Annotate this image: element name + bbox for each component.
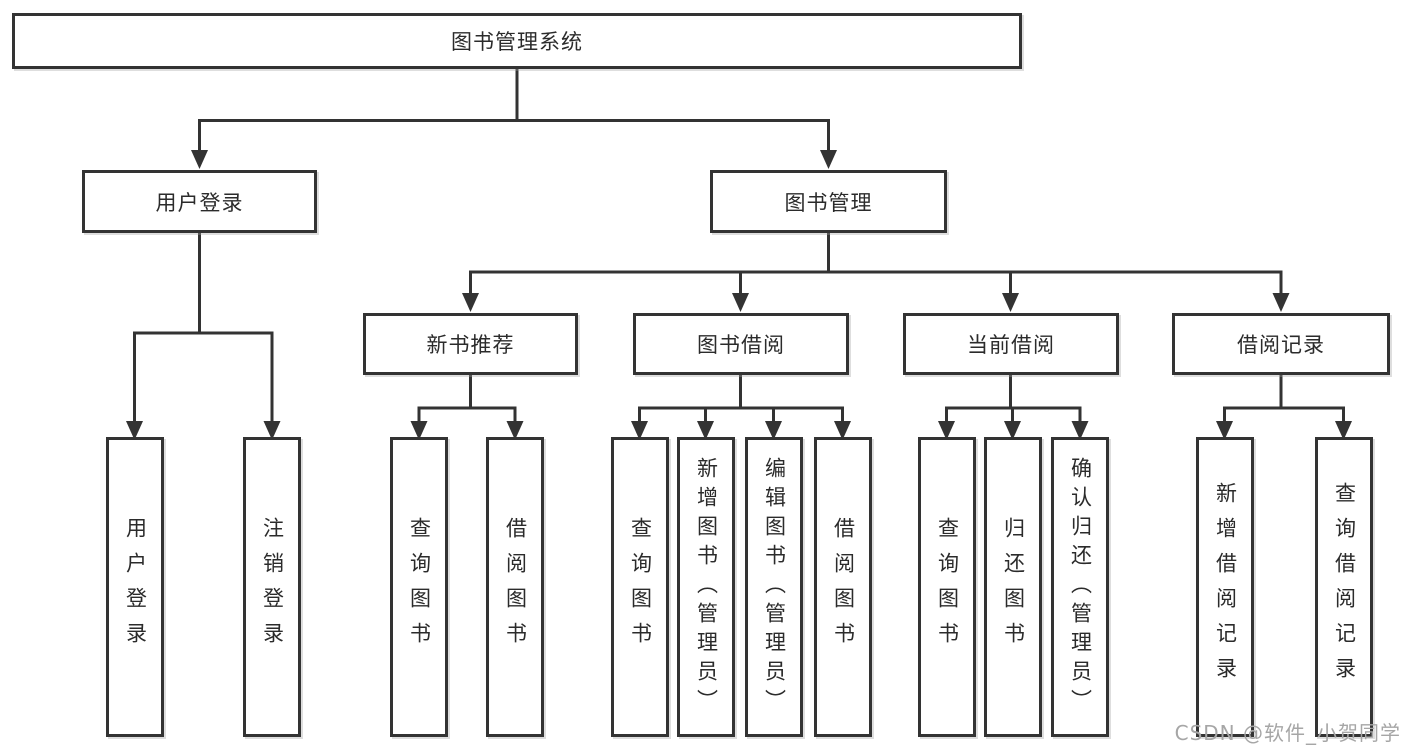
csdn-watermark: CSDN @软件_小贺同学 — [1174, 721, 1401, 745]
node-new-book-recommend: 新书推荐 — [363, 313, 578, 375]
node-book-management-label: 图书管理 — [784, 190, 873, 215]
node-user-login-label: 用户登录 — [155, 190, 244, 215]
node-current-borrow: 当前借阅 — [903, 313, 1119, 375]
leaf-return-books-label: 归还图书 — [1001, 517, 1026, 657]
leaf-current-query-books-label: 查询图书 — [935, 517, 960, 657]
node-book-borrow-label: 图书借阅 — [697, 333, 785, 357]
branch-lines — [133, 68, 1345, 423]
leaf-edit-books-admin: 编辑图书（管理员） — [745, 437, 803, 737]
leaf-user-login-label: 用户登录 — [123, 517, 148, 657]
leaf-current-query-books: 查询图书 — [918, 437, 976, 737]
leaf-recommend-borrow-books: 借阅图书 — [486, 437, 544, 737]
node-root-system: 图书管理系统 — [12, 13, 1022, 69]
leaf-recommend-query-books-label: 查询图书 — [407, 517, 432, 657]
node-borrow-records-label: 借阅记录 — [1237, 333, 1325, 357]
node-book-borrow: 图书借阅 — [633, 313, 849, 375]
leaf-add-books-admin-label: 新增图书（管理员） — [694, 456, 719, 718]
node-borrow-records: 借阅记录 — [1172, 313, 1390, 375]
node-current-borrow-label: 当前借阅 — [967, 333, 1055, 357]
leaf-recommend-query-books: 查询图书 — [390, 437, 448, 737]
node-user-login: 用户登录 — [82, 170, 317, 233]
node-root-system-label: 图书管理系统 — [451, 30, 583, 54]
node-new-book-recommend-label: 新书推荐 — [426, 333, 515, 357]
leaf-edit-books-admin-label: 编辑图书（管理员） — [762, 456, 787, 718]
leaf-borrow-books: 借阅图书 — [814, 437, 872, 737]
leaf-logout-label: 注销登录 — [260, 517, 285, 657]
arrowheads — [126, 150, 1352, 440]
leaf-borrow-query-books-label: 查询图书 — [628, 517, 653, 657]
leaf-borrow-books-label: 借阅图书 — [831, 517, 856, 657]
leaf-confirm-return-admin-label: 确认归还（管理员） — [1068, 456, 1093, 718]
leaf-add-borrow-record-label: 新增借阅记录 — [1213, 482, 1238, 692]
leaf-add-books-admin: 新增图书（管理员） — [677, 437, 735, 737]
leaf-borrow-query-books: 查询图书 — [611, 437, 669, 737]
leaf-add-borrow-record: 新增借阅记录 — [1196, 437, 1254, 737]
leaf-confirm-return-admin: 确认归还（管理员） — [1051, 437, 1109, 737]
leaf-return-books: 归还图书 — [984, 437, 1042, 737]
leaf-query-borrow-record: 查询借阅记录 — [1315, 437, 1373, 737]
leaf-query-borrow-record-label: 查询借阅记录 — [1332, 482, 1357, 692]
leaf-logout: 注销登录 — [243, 437, 301, 737]
leaf-recommend-borrow-books-label: 借阅图书 — [503, 517, 528, 657]
node-book-management: 图书管理 — [710, 170, 947, 233]
leaf-user-login: 用户登录 — [106, 437, 164, 737]
